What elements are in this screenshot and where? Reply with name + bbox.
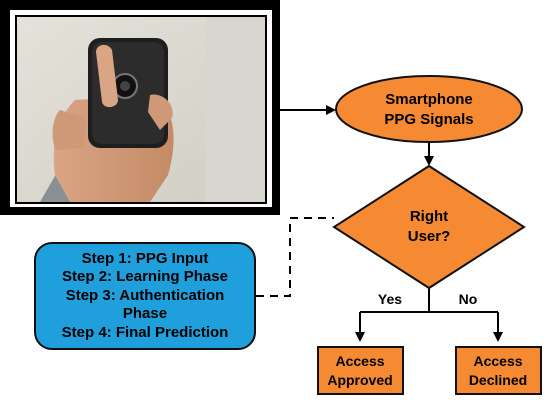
step-1-label: Step 1: PPG Input (81, 249, 209, 267)
step-4-label: Step 4: Final Prediction (61, 323, 229, 341)
step-3-label-cont: Phase (122, 305, 168, 323)
hand-holding-smartphone-photo (17, 17, 265, 202)
declined-line1: Access (473, 353, 522, 369)
ellipse-line2: PPG Signals (384, 111, 473, 128)
approved-line2: Approved (327, 372, 392, 388)
connectors (256, 105, 503, 342)
diamond-line2: User? (408, 228, 451, 245)
diamond-right-user: Right User? (332, 164, 526, 290)
dashed-connector-steps (256, 217, 334, 297)
branch-yes-label: Yes (378, 291, 402, 307)
ellipse-line1: Smartphone (385, 91, 473, 108)
steps-box: Step 1: PPG Input Step 2: Learning Phase… (34, 242, 256, 350)
branch-no-label: No (459, 291, 478, 307)
step-3-label: Step 3: Authentication (65, 286, 225, 304)
step-2-label: Step 2: Learning Phase (62, 268, 228, 286)
declined-line2: Declined (469, 372, 527, 388)
approved-line1: Access (335, 353, 384, 369)
ellipse-smartphone-ppg: Smartphone PPG Signals (335, 75, 523, 143)
box-access-declined: Access Declined (455, 346, 542, 395)
diamond-line1: Right (410, 208, 448, 225)
box-access-approved: Access Approved (317, 346, 404, 395)
